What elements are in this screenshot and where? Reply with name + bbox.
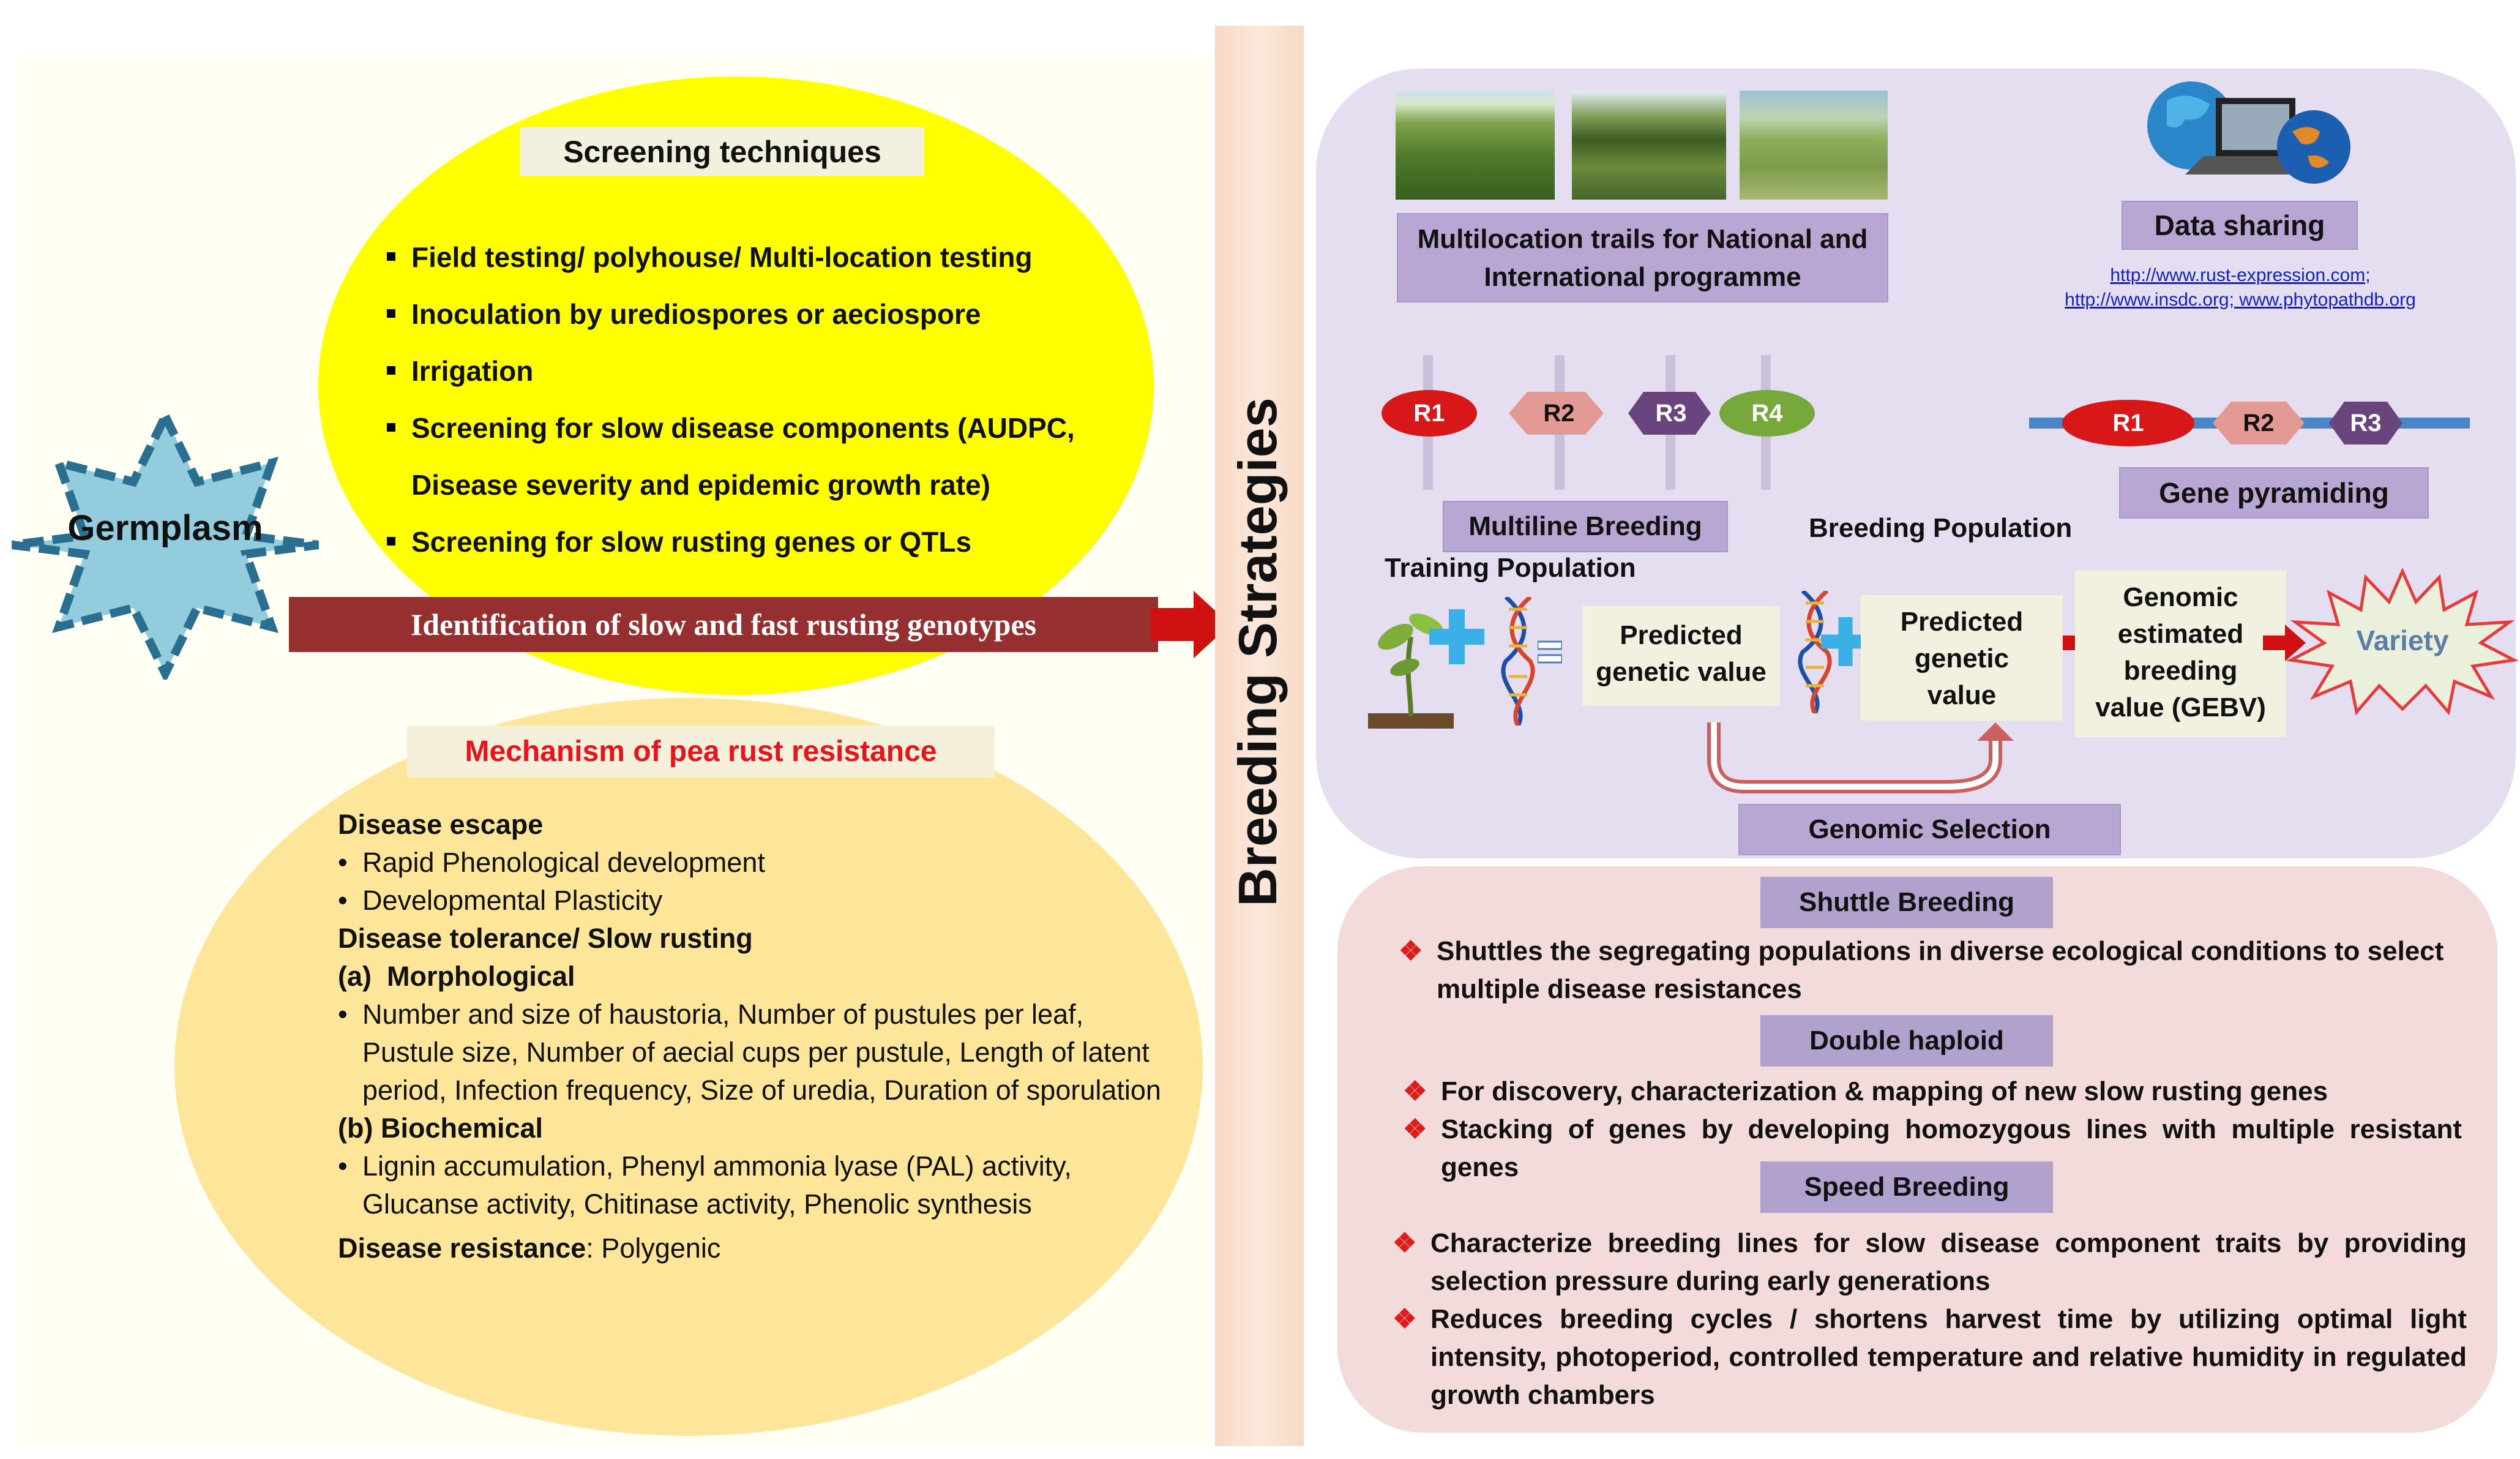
germplasm-label: Germplasm (67, 508, 263, 548)
data-sharing-label: Data sharing (2122, 201, 2358, 250)
gene-r2-shape (1509, 392, 1604, 435)
training-population-label: Training Population (1385, 553, 1636, 583)
screening-item: Screening for slow disease components (A… (387, 400, 1140, 457)
disease-resistance-label: Disease resistance (338, 1232, 586, 1264)
breeding-population-label: Breeding Population (1809, 513, 2073, 543)
speed-breeding-list: Characterize breeding lines for slow dis… (1393, 1225, 2467, 1414)
screening-title: Screening techniques (520, 127, 924, 176)
variety-label: Variety (2356, 624, 2449, 656)
screening-item: Screening for slow rusting genes or QTLs (387, 514, 1140, 571)
shuttle-breeding-label: Shuttle Breeding (1760, 877, 2053, 928)
feedback-arrow (1707, 722, 2014, 793)
double-haploid-label: Double haploid (1760, 1015, 2053, 1067)
morphological-heading: (a) Morphological (338, 961, 575, 992)
escape-item: Rapid Phenological development (338, 844, 1164, 882)
gene-r3-shape (2329, 402, 2402, 444)
morphological-text: Number and size of haustoria, Number of … (338, 996, 1164, 1109)
double-item: Stacking of genes by developing homozygo… (1403, 1111, 2462, 1187)
screening-ellipse (318, 77, 1154, 695)
disease-resistance-value: : Polygenic (586, 1232, 721, 1264)
identification-label: Identification of slow and fast rusting … (410, 607, 1037, 642)
gebv-box: Genomic estimated breeding value (GEBV) (2075, 571, 2286, 737)
genomic-selection-label: Genomic Selection (1738, 804, 2121, 855)
disease-escape-heading: Disease escape (338, 809, 544, 840)
double-item: For discovery, characterization & mappin… (1403, 1073, 2462, 1111)
gene-r1-shape (1382, 390, 1477, 437)
link-2[interactable]: http://www.insdc.org; www.phytopathdb.or… (2038, 288, 2442, 312)
top-panel (1316, 69, 2516, 858)
pyramid-r1-label: R1 (2112, 410, 2144, 437)
insdc-link[interactable]: http://www.insdc.org; www.phytopathdb.or… (2065, 290, 2416, 310)
gene-r4-label: R4 (1751, 400, 1783, 427)
shuttle-list: Shuttles the segregating populations in … (1399, 932, 2464, 1008)
mechanism-body: Disease escape Rapid Phenological develo… (338, 806, 1164, 1267)
speed-item: Characterize breeding lines for slow dis… (1393, 1225, 2467, 1300)
multiline-diagram (1382, 355, 1815, 490)
gene-r1-label: R1 (1413, 400, 1445, 427)
arrow-head-icon (1151, 591, 1230, 658)
disease-tolerance-heading: Disease tolerance/ Slow rusting (338, 923, 753, 954)
speed-breeding-label: Speed Breeding (1760, 1161, 2053, 1213)
dna-icon (1501, 597, 1535, 726)
screening-item: Irrigation (387, 343, 1140, 400)
gene-r4-shape (1719, 390, 1815, 437)
gene-r1-shape (2062, 400, 2194, 446)
screening-list: Field testing/ polyhouse/ Multi-location… (387, 229, 1140, 571)
double-haploid-list: For discovery, characterization & mappin… (1403, 1073, 2462, 1187)
gene-pyramiding-label: Gene pyramiding (2119, 467, 2429, 519)
pyramid-r2-label: R2 (2243, 410, 2275, 437)
disease-resistance-line: Disease resistance: Polygenic (338, 1229, 1164, 1267)
gene-r3-shape (1628, 392, 1711, 435)
escape-item: Developmental Plasticity (338, 882, 1164, 920)
breeding-strategies-title: Breeding Strategies (1227, 397, 1288, 907)
shuttle-item: Shuttles the segregating populations in … (1399, 932, 2464, 1008)
screening-item: Field testing/ polyhouse/ Multi-location… (387, 229, 1140, 286)
equals-icon (1538, 640, 1562, 664)
screening-item-continued: Disease severity and epidemic growth rat… (387, 457, 1140, 514)
mechanism-title: Mechanism of pea rust resistance (407, 726, 995, 778)
screening-item-text: Disease severity and epidemic growth rat… (411, 469, 990, 501)
pyramid-r3-label: R3 (2350, 410, 2382, 437)
center-bar (1215, 26, 1304, 1446)
field-photo (1572, 91, 1726, 200)
rust-expression-link[interactable]: http://www.rust-expression.com; (2110, 265, 2371, 285)
gene-r2-label: R2 (1543, 400, 1575, 427)
predicted-value-box-2: Predicted genetic value (1861, 595, 2063, 721)
computer-globe-icon (2147, 81, 2350, 184)
field-photo (1396, 91, 1555, 200)
biochemical-heading: (b) Biochemical (338, 1112, 544, 1144)
biochemical-text: Lignin accumulation, Phenyl ammonia lyas… (338, 1147, 1164, 1223)
plus-icon (1429, 609, 1484, 664)
plus-icon (1821, 617, 1870, 666)
link-1[interactable]: http://www.rust-expression.com; (2038, 263, 2442, 288)
field-photo (1740, 91, 1888, 200)
multiline-breeding-label: Multiline Breeding (1443, 501, 1728, 552)
speed-item: Reduces breeding cycles / shortens harve… (1393, 1300, 2467, 1414)
multilocation-label: Multilocation trails for National and In… (1397, 213, 1888, 302)
pyramid-diagram (2029, 400, 2470, 446)
variety-starburst (2286, 568, 2519, 715)
identification-arrow (289, 597, 1158, 652)
dna-icon (1798, 591, 1832, 713)
screening-item: Inoculation by urediospores or aeciospor… (387, 286, 1140, 343)
predicted-value-box-1: Predicted genetic value (1582, 606, 1780, 706)
germplasm-star (12, 410, 319, 680)
arrow-right-icon (2263, 624, 2306, 661)
gene-r2-shape (2213, 402, 2305, 444)
gene-r3-label: R3 (1655, 400, 1687, 427)
